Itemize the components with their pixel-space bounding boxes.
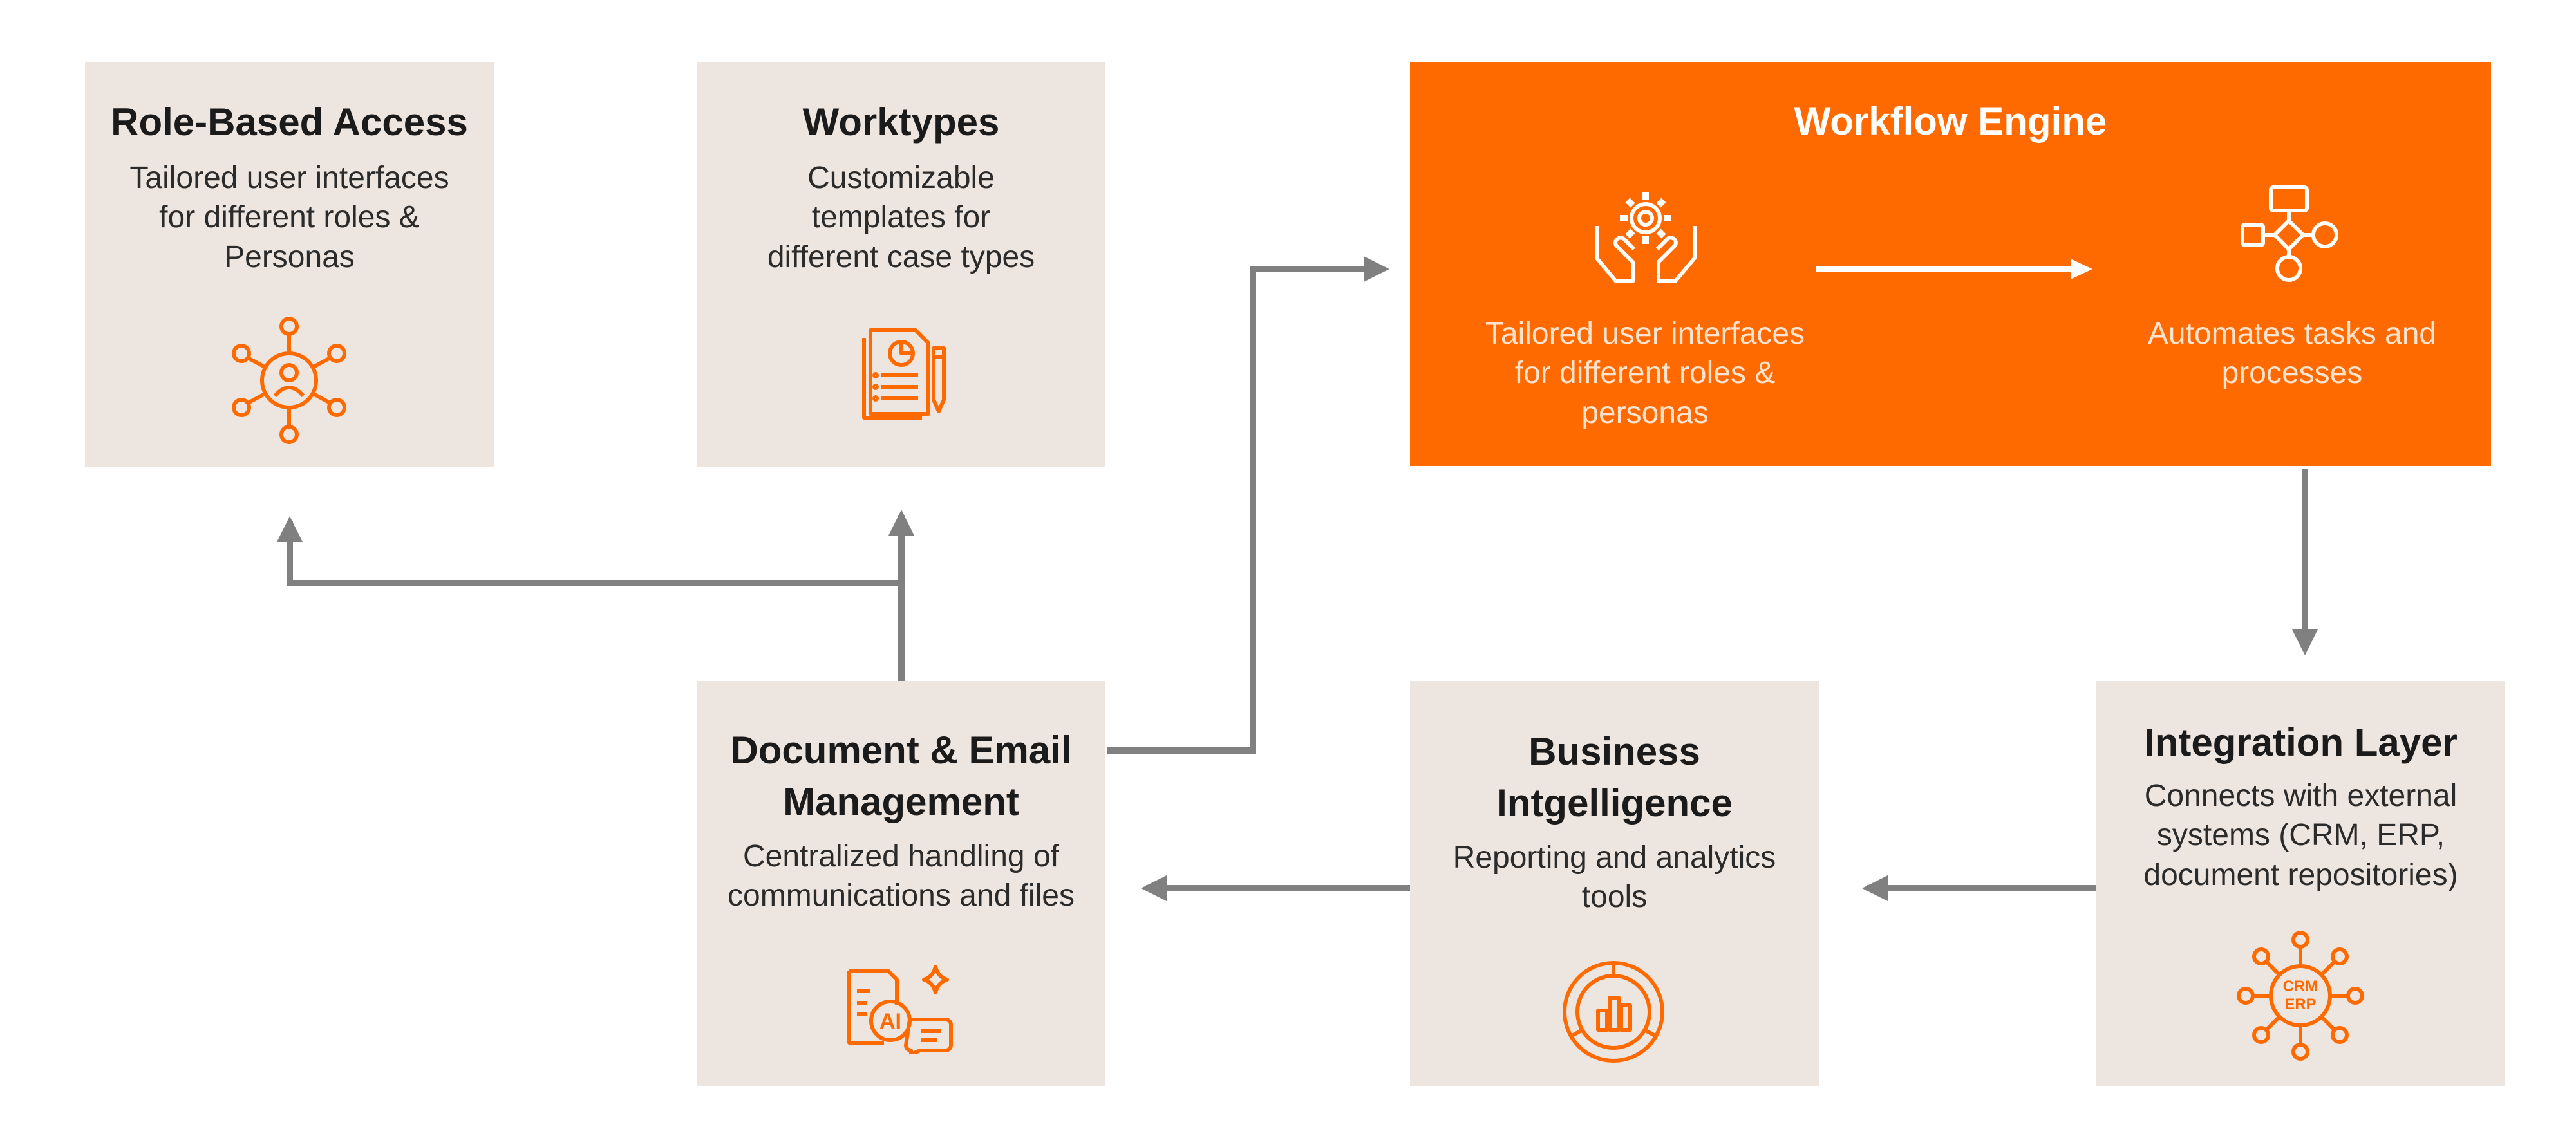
- gear-hands-icon: [1588, 181, 1704, 287]
- card-title: Document & Email Management: [730, 729, 1072, 823]
- svg-text:AI: AI: [879, 1009, 901, 1034]
- engine-internal-arrow: [1816, 259, 2092, 279]
- svg-text:ERP: ERP: [2284, 996, 2316, 1013]
- workflow-engine-card: Workflow Engine Tailored user interfaces…: [1410, 62, 2491, 466]
- card-description: Connects with external systems (CRM, ERP…: [2143, 778, 2458, 892]
- card-title: Business Intgelligence: [1496, 730, 1733, 825]
- card-title: Integration Layer: [2144, 721, 2458, 764]
- integration-layer-card: Integration Layer Connects with external…: [2096, 681, 2505, 1086]
- role-based-access-card: Role-Based Access Tailored user interfac…: [85, 62, 494, 467]
- card-description: Reporting and analytics tools: [1453, 840, 1776, 915]
- svg-text:CRM: CRM: [2283, 978, 2318, 995]
- flowchart-icon: [2237, 181, 2340, 284]
- ai-document-chat-icon: AI: [841, 958, 964, 1054]
- analytics-chart-icon: [1561, 959, 1667, 1065]
- crm-erp-network-icon: CRM ERP: [2232, 927, 2370, 1065]
- business-intelligence-card: Business Intgelligence Reporting and ana…: [1410, 681, 1819, 1086]
- card-title: Workflow Engine: [1794, 100, 2107, 143]
- card-title: Worktypes: [802, 100, 1000, 144]
- engine-right-description: Automates tasks and processes: [2147, 317, 2437, 391]
- worktypes-card: Worktypes Customizable templates for dif…: [697, 62, 1105, 467]
- engine-left-description: Tailored user interfaces for different r…: [1485, 317, 1805, 430]
- card-title: Role-Based Access: [111, 100, 468, 144]
- document-email-management-card: Document & Email Management Centralized …: [697, 681, 1105, 1086]
- persona-network-icon: [230, 316, 349, 445]
- card-description: Centralized handling of communications a…: [728, 839, 1075, 913]
- arrow-document-to-role-access: [277, 516, 905, 681]
- card-description: Customizable templates for different cas…: [767, 160, 1035, 274]
- arrow-document-to-workflow-engine: [1107, 256, 1389, 754]
- document-template-icon: [851, 316, 954, 422]
- card-description: Tailored user interfaces for different r…: [129, 160, 449, 274]
